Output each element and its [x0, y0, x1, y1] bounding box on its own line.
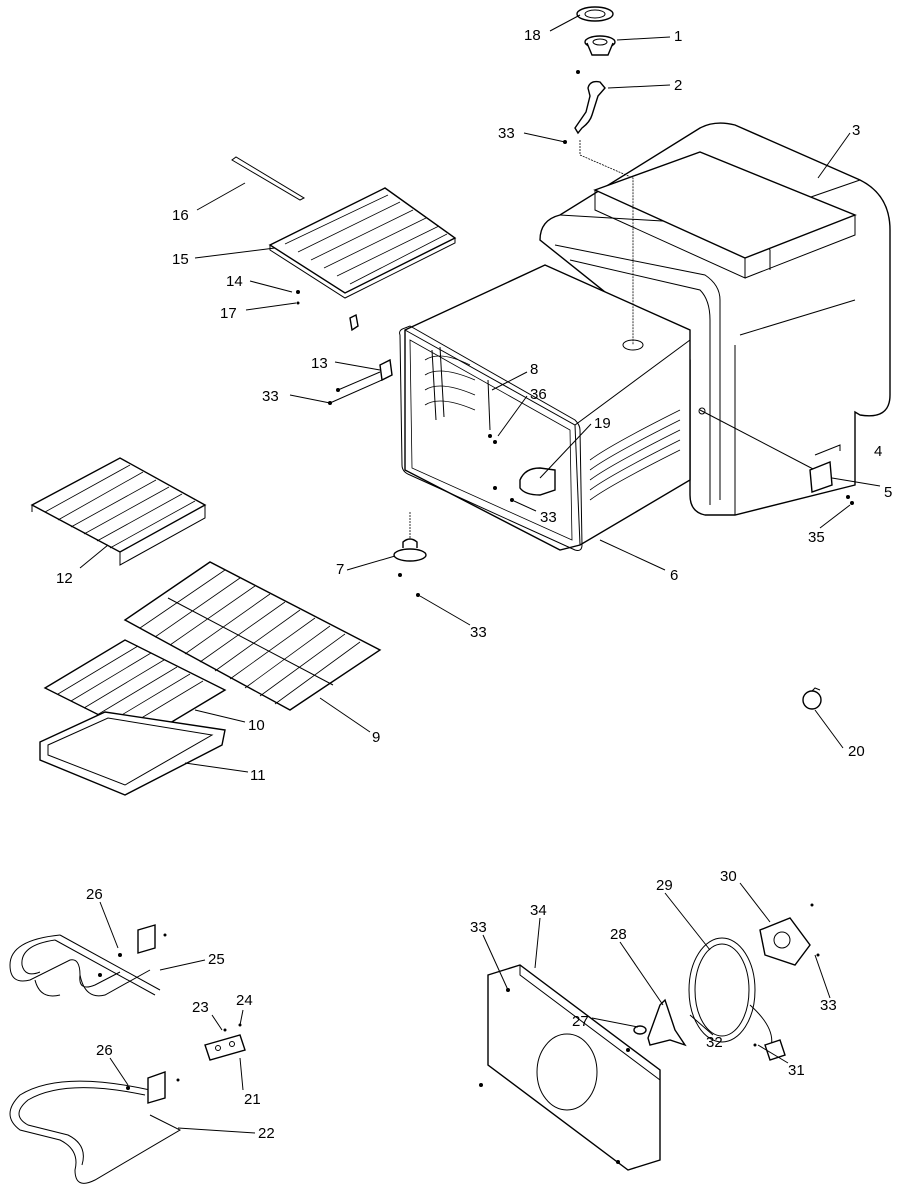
small-oven-rack-part — [30, 457, 207, 566]
leader-lines — [79, 14, 881, 1134]
callout-26: 26 — [96, 1042, 113, 1059]
callout-31: 31 — [788, 1062, 805, 1079]
callout-21: 21 — [244, 1091, 261, 1108]
callout-25: 25 — [208, 951, 225, 968]
callout-32: 32 — [706, 1034, 723, 1051]
callout-30: 30 — [720, 868, 737, 885]
temperature-sensor-part — [393, 512, 427, 597]
callout-10: 10 — [248, 717, 265, 734]
callout-36: 36 — [530, 386, 547, 403]
convection-motor — [759, 903, 820, 966]
callout-16: 16 — [172, 207, 189, 224]
outer-wrapper-part — [539, 122, 891, 516]
terminal-block-part — [204, 1023, 246, 1061]
callout-labels: 18 1 2 33 3 16 15 14 17 13 33 8 36 19 4 … — [56, 27, 892, 1142]
callout-33: 33 — [820, 997, 837, 1014]
callout-18: 18 — [524, 27, 541, 44]
light-bulb-part — [802, 687, 822, 710]
callout-15: 15 — [172, 251, 189, 268]
callout-11: 11 — [250, 767, 266, 784]
probe-fitting — [487, 379, 497, 444]
callout-28: 28 — [610, 926, 627, 943]
convection-shroud — [688, 937, 786, 1061]
callout-26: 26 — [86, 886, 103, 903]
callout-2: 2 — [674, 77, 682, 94]
rack-guide-part — [328, 358, 393, 405]
callout-20: 20 — [848, 743, 865, 760]
callout-1: 1 — [674, 28, 682, 45]
callout-29: 29 — [656, 877, 673, 894]
callout-33: 33 — [540, 509, 557, 526]
callout-33: 33 — [262, 388, 279, 405]
convection-bearing-part — [493, 467, 556, 502]
callout-19: 19 — [594, 415, 611, 432]
callout-13: 13 — [311, 355, 328, 372]
vent-assembly — [563, 6, 634, 345]
convection-fan-blade — [633, 998, 687, 1047]
rod-and-bracket — [698, 407, 854, 505]
oven-liner-part — [399, 264, 691, 551]
callout-5: 5 — [884, 484, 892, 501]
callout-23: 23 — [192, 999, 209, 1016]
callout-33: 33 — [498, 125, 515, 142]
bake-element-upper — [9, 924, 167, 997]
callout-7: 7 — [336, 561, 344, 578]
callout-34: 34 — [530, 902, 547, 919]
broil-pan-part — [39, 711, 226, 796]
callout-4: 4 — [874, 443, 882, 460]
callout-33: 33 — [470, 919, 487, 936]
callout-8: 8 — [530, 361, 538, 378]
callout-9: 9 — [372, 729, 380, 746]
callout-3: 3 — [852, 122, 860, 139]
callout-14: 14 — [226, 273, 243, 290]
callout-12: 12 — [56, 570, 73, 587]
callout-24: 24 — [236, 992, 253, 1009]
convection-cover-plate — [479, 964, 661, 1171]
callout-22: 22 — [258, 1125, 275, 1142]
large-oven-rack-part — [123, 561, 382, 711]
callout-33: 33 — [470, 624, 487, 641]
callout-35: 35 — [808, 529, 825, 546]
callout-6: 6 — [670, 567, 678, 584]
broiler-pan-part — [231, 156, 457, 332]
bake-element-lower — [9, 1071, 182, 1184]
callout-27: 27 — [572, 1013, 589, 1030]
callout-17: 17 — [220, 305, 237, 322]
